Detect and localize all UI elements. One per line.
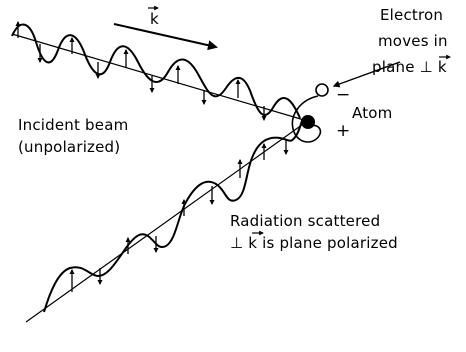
incident-beam-axis (12, 34, 304, 120)
electron-label-line2: moves in (378, 32, 448, 50)
k-vector-arrow (114, 24, 216, 47)
electron (316, 84, 328, 96)
plus-sign: + (336, 121, 350, 141)
atom-label: Atom (352, 104, 392, 122)
incident-label-line2: (unpolarized) (18, 138, 120, 156)
incident-label-line1: Incident beam (18, 116, 128, 134)
scattered-label-line1: Radiation scattered (230, 212, 380, 230)
minus-sign: − (336, 85, 350, 105)
electron-label-line3: plane ⊥ k (372, 58, 447, 76)
incident-field-arrows (18, 22, 264, 120)
k-vector-label: k (148, 8, 159, 28)
atom-nucleus (301, 115, 315, 129)
incident-wave (12, 25, 300, 118)
scattered-label-line2: ⊥ k is plane polarized (230, 234, 398, 252)
electron-label-line1: Electron (380, 6, 443, 24)
svg-text:k: k (150, 10, 159, 28)
